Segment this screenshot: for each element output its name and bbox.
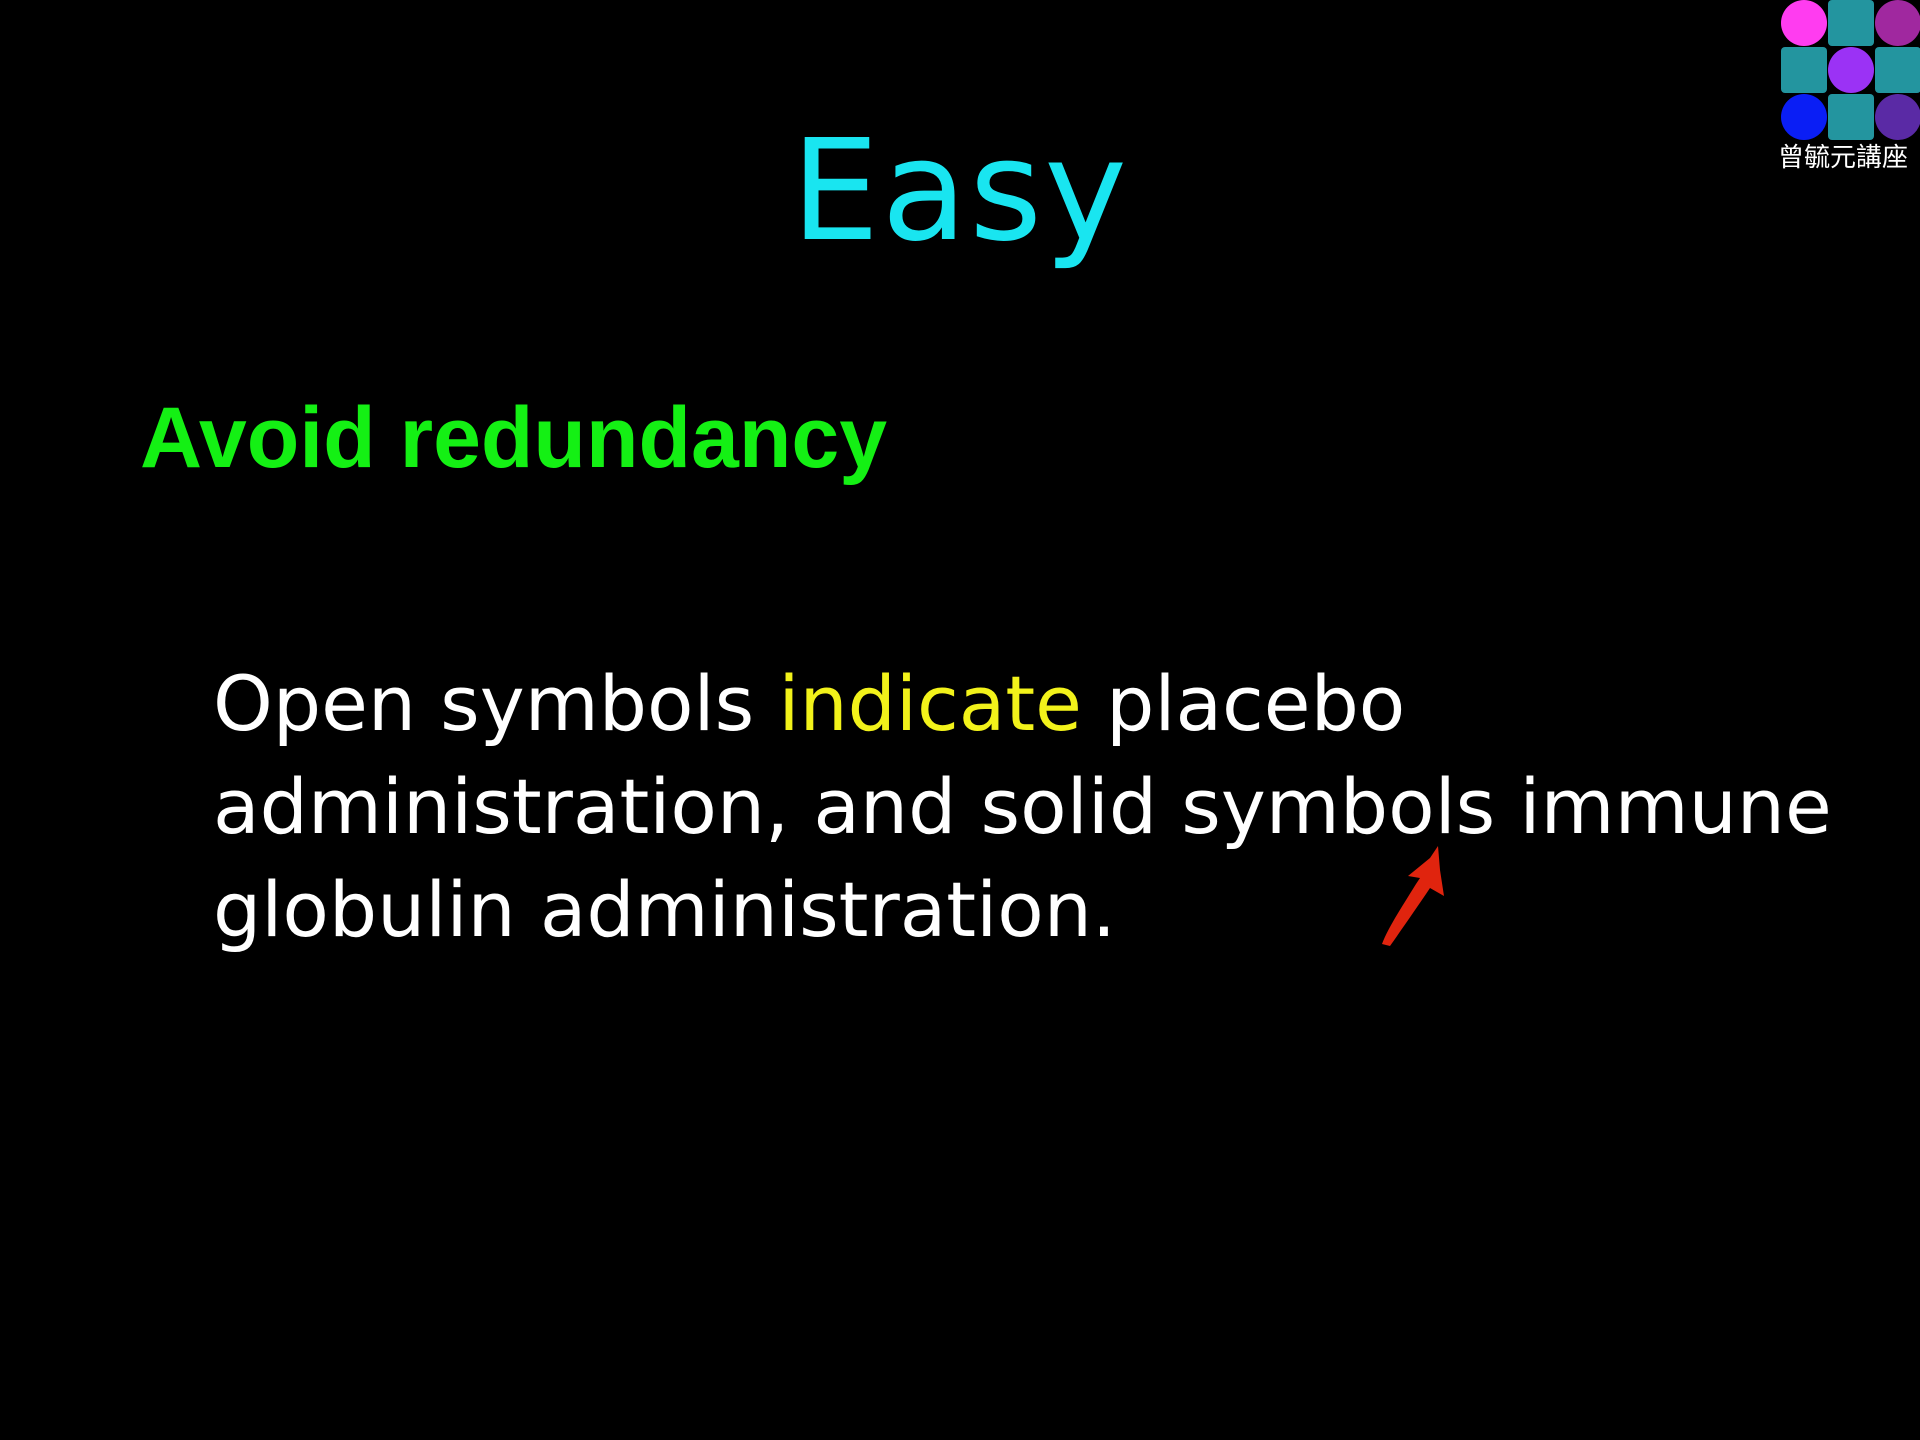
slide-subtitle: Avoid redundancy — [140, 390, 888, 486]
body-line-3: globulin administration. — [213, 865, 1117, 954]
slide-body-text: Open symbols indicate placebo administra… — [213, 652, 1832, 961]
logo-cell-5 — [1828, 47, 1874, 93]
body-line-1: Open symbols indicate placebo — [213, 652, 1793, 755]
logo-cell-1 — [1781, 0, 1827, 46]
logo-cell-8 — [1828, 94, 1874, 140]
slide-title: Easy — [790, 110, 1130, 273]
arrow-shaft — [1382, 846, 1444, 946]
logo-cell-4 — [1781, 47, 1827, 93]
logo-cell-2 — [1828, 0, 1874, 46]
body-line-1-end: placebo — [1081, 659, 1406, 748]
body-line-1-start: Open symbols — [213, 659, 779, 748]
logo-cell-7 — [1781, 94, 1827, 140]
highlighted-word: indicate — [778, 659, 1082, 748]
logo-cell-6 — [1875, 47, 1920, 93]
logo-cell-3 — [1875, 0, 1920, 46]
logo-cell-9 — [1875, 94, 1920, 140]
logo-caption: 曾毓元講座 — [1778, 143, 1909, 173]
annotation-arrow-icon — [1382, 846, 1444, 946]
lecture-logo: 曾毓元講座 — [1778, 0, 1920, 178]
body-line-2: administration, and solid symbols immune — [213, 762, 1832, 851]
logo-grid — [1778, 0, 1920, 140]
